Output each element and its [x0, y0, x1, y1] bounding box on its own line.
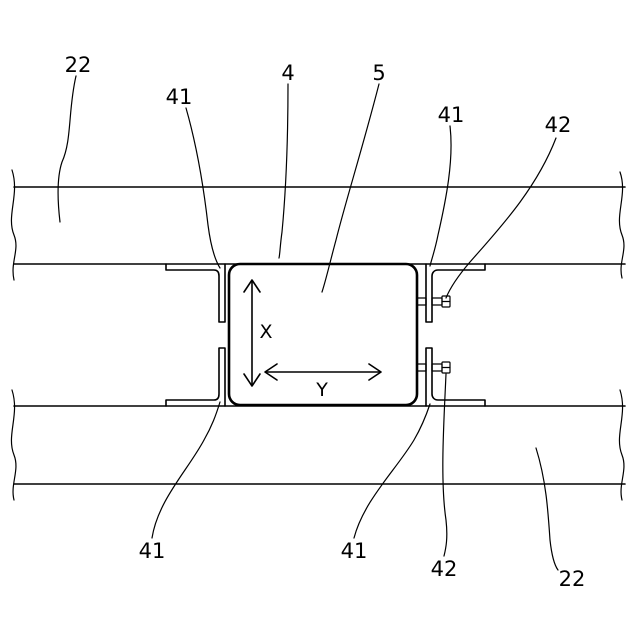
bracket-lower-left [166, 348, 225, 406]
label-bolt-bottom: 42 [431, 557, 458, 581]
bolt-lower [417, 362, 450, 373]
leader-frame [279, 84, 288, 258]
leader-bracket-top-left [186, 108, 220, 268]
label-block: 5 [372, 61, 385, 85]
lower-slab [11, 390, 625, 500]
label-bracket-top-left: 41 [166, 85, 193, 109]
label-slab-bottom: 22 [559, 567, 586, 591]
x-axis-label: X [259, 321, 272, 343]
leader-bracket-top-right [430, 126, 451, 266]
leader-bolt-top [446, 138, 556, 298]
label-bracket-bottom-left: 41 [139, 539, 166, 563]
leader-slab-top [58, 76, 76, 222]
bracket-lower-right [426, 348, 485, 406]
leader-slab-bottom [536, 448, 558, 570]
x-axis-arrow [244, 280, 260, 386]
leader-lines [58, 76, 558, 570]
leader-bracket-bottom-left [152, 402, 220, 538]
label-frame: 4 [281, 61, 294, 85]
y-axis-arrow [265, 364, 381, 380]
leader-bolt-bottom [443, 374, 447, 556]
label-slab-top: 22 [65, 53, 92, 77]
label-bracket-top-right: 41 [438, 103, 465, 127]
bolt-upper [417, 296, 450, 307]
leader-bracket-bottom-right [354, 404, 430, 538]
label-bolt-top: 42 [545, 113, 572, 137]
leader-block [322, 84, 379, 292]
label-bracket-bottom-right: 41 [341, 539, 368, 563]
bracket-upper-left [166, 264, 225, 322]
y-axis-label: Y [315, 379, 328, 401]
bracket-upper-right [426, 264, 485, 322]
